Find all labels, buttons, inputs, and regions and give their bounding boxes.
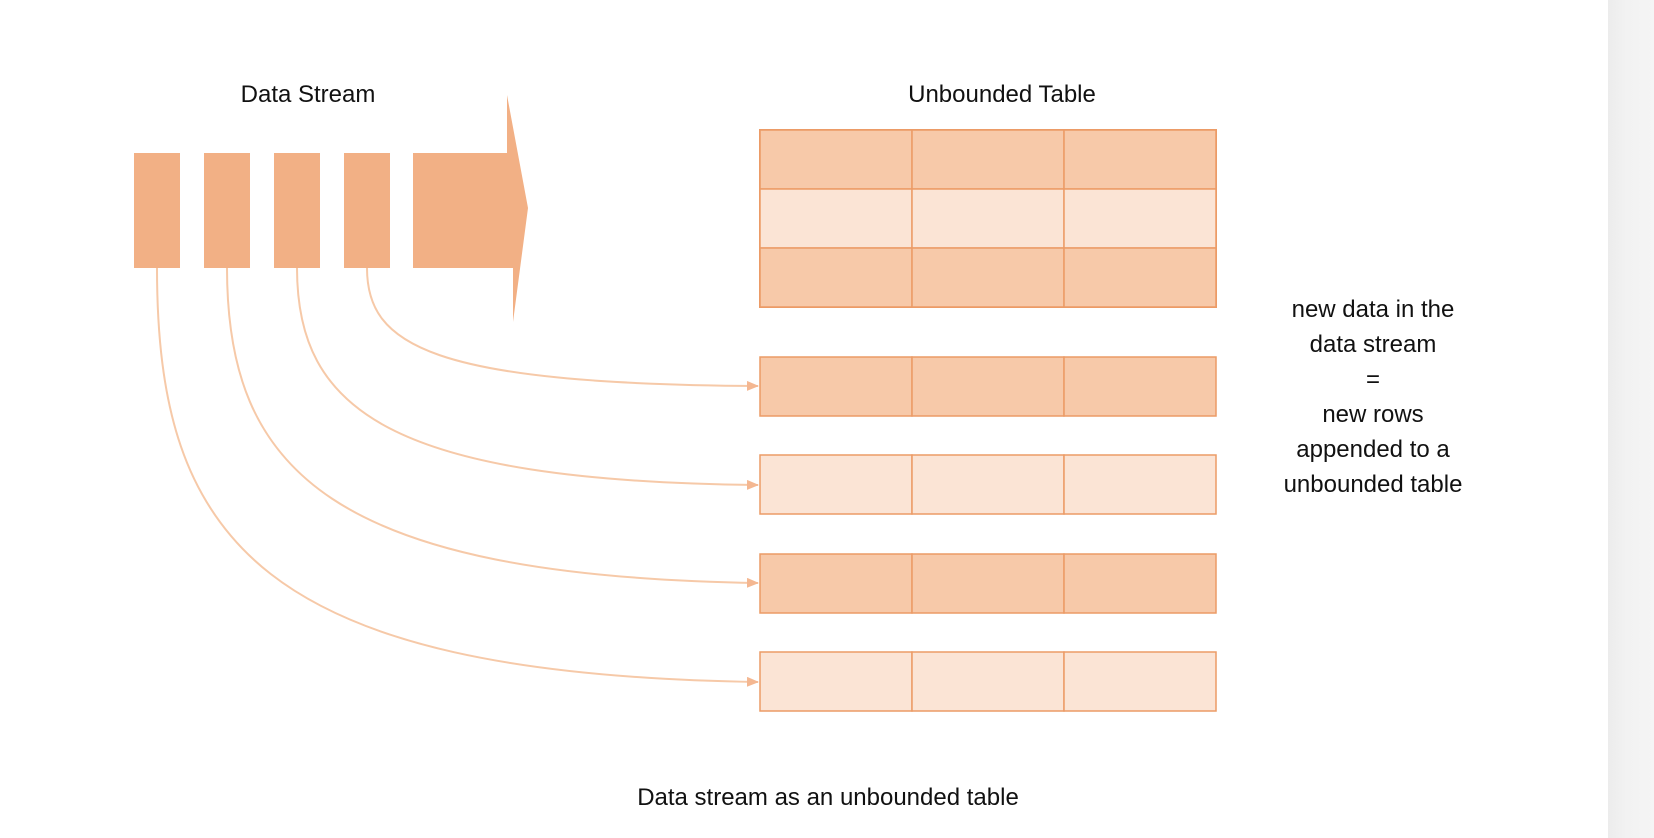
new-row-1 bbox=[759, 356, 1217, 417]
connector-arrow-3 bbox=[226, 267, 759, 588]
explanation-line: = bbox=[1366, 366, 1380, 393]
new-row-2 bbox=[759, 454, 1217, 515]
data-stream-title: Data Stream bbox=[241, 81, 376, 108]
explanation-line: new rows bbox=[1322, 401, 1423, 428]
table-row bbox=[759, 129, 1217, 190]
connector-arrow-2 bbox=[296, 267, 759, 490]
explanation-line: data stream bbox=[1310, 331, 1437, 358]
stream-block-3 bbox=[274, 153, 320, 268]
new-row-4 bbox=[759, 651, 1217, 712]
diagram-caption: Data stream as an unbounded table bbox=[637, 784, 1019, 811]
explanation-line: new data in the bbox=[1292, 296, 1455, 323]
connector-arrows bbox=[156, 267, 759, 687]
connector-arrow-4 bbox=[156, 267, 759, 687]
stream-block-4 bbox=[344, 153, 390, 268]
table-row bbox=[759, 247, 1217, 308]
explanation-line: unbounded table bbox=[1284, 471, 1463, 498]
explanation-line: appended to a bbox=[1296, 436, 1450, 463]
unbounded-table-title: Unbounded Table bbox=[908, 81, 1096, 108]
data-stream-blocks bbox=[134, 153, 390, 268]
table-row bbox=[759, 188, 1217, 249]
stream-direction-arrow-icon bbox=[413, 95, 528, 322]
stream-block-1 bbox=[134, 153, 180, 268]
stream-block-2 bbox=[204, 153, 250, 268]
unbounded-table bbox=[759, 129, 1217, 308]
new-row-3 bbox=[759, 553, 1217, 614]
explanation-text: new data in the data stream = new rows a… bbox=[1284, 296, 1463, 498]
vertical-scrollbar[interactable] bbox=[1608, 0, 1654, 838]
connector-arrow-1 bbox=[366, 267, 759, 391]
